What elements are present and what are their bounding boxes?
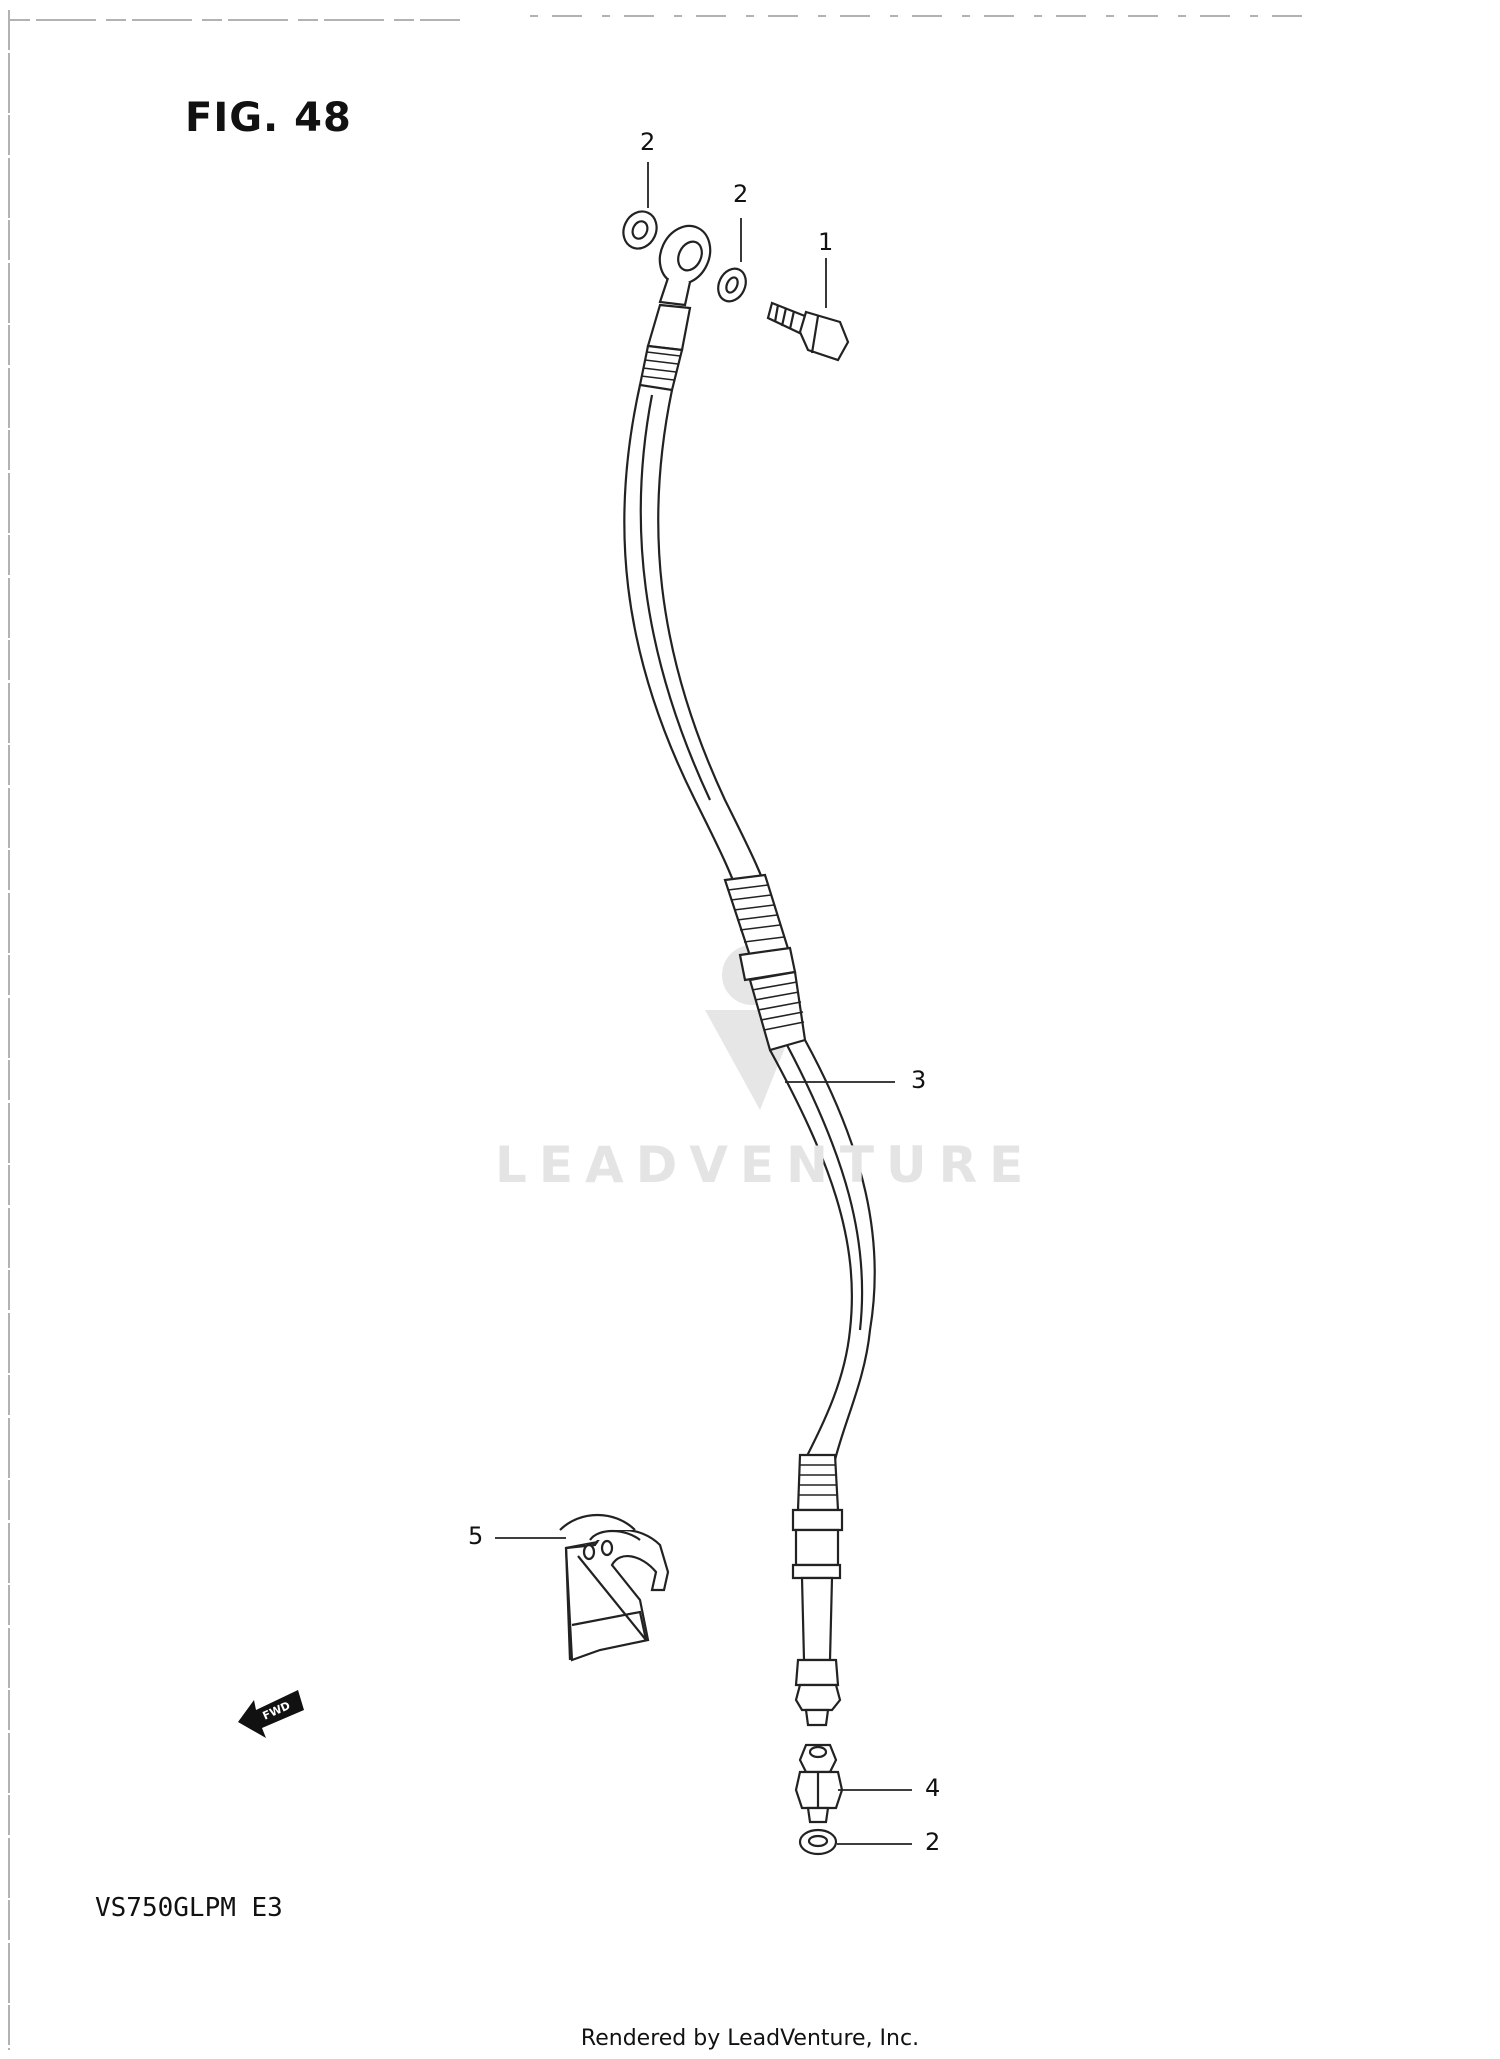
clamp	[559, 1513, 670, 1662]
figure-title: FIG. 48	[185, 95, 352, 141]
forward-arrow: FWD	[238, 1690, 304, 1738]
leader-lines	[495, 162, 912, 1845]
callout-washer-top-left: 2	[640, 128, 656, 156]
callout-nut: 4	[925, 1774, 941, 1802]
callout-clamp: 5	[468, 1522, 484, 1550]
callout-union-bolt: 1	[818, 228, 834, 256]
callout-washer-top-right: 2	[733, 180, 749, 208]
washer-bottom	[798, 1828, 838, 1856]
watermark-text: LEADVENTURE	[495, 1136, 1036, 1194]
model-code: VS750GLPM E3	[95, 1893, 283, 1923]
banjo-fitting	[658, 224, 712, 307]
brake-hose	[623, 303, 876, 1727]
washer-top-left	[622, 210, 658, 250]
scan-edge	[8, 10, 1320, 2050]
callout-washer-bottom: 2	[925, 1828, 941, 1856]
union-bolt	[766, 301, 850, 362]
washer-top-right	[717, 267, 747, 303]
footer-credit: Rendered by LeadVenture, Inc.	[580, 2026, 920, 2051]
callout-brake-hose: 3	[911, 1066, 927, 1094]
nut	[794, 1743, 844, 1824]
